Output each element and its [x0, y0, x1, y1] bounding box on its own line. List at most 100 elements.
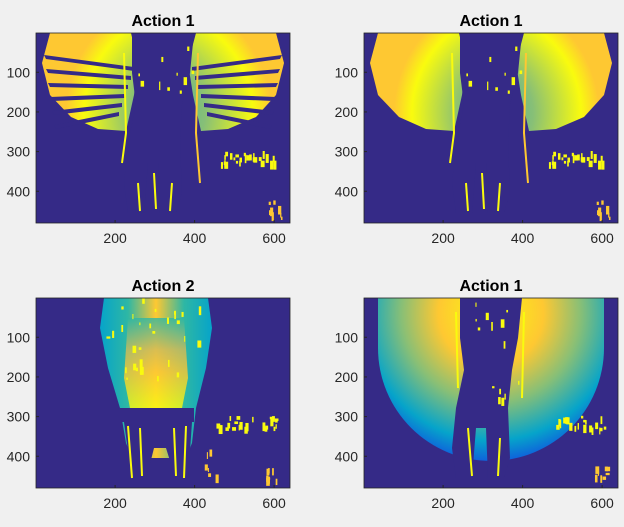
edge-highlight: [121, 52, 128, 164]
floor-clutter: [552, 159, 554, 167]
noise-speckle: [501, 397, 505, 406]
leg-edge-highlight: [467, 427, 501, 477]
leg-edge-highlight: [465, 172, 501, 212]
x-tick-label: 200: [103, 495, 127, 511]
floor-clutter: [268, 477, 271, 480]
y-tick-label: 200: [7, 104, 31, 120]
edge-highlight: [194, 52, 201, 184]
floor-clutter: [243, 152, 246, 157]
noise-speckle: [112, 330, 115, 338]
floor-clutter: [561, 157, 564, 161]
noise-speckle: [106, 336, 111, 339]
floor-clutter: [559, 423, 561, 427]
y-tick-label: 200: [335, 369, 359, 385]
x-tick-label: 400: [183, 230, 207, 246]
floor-clutter: [225, 427, 229, 431]
noise-speckle: [191, 70, 195, 75]
noise-speckle: [121, 306, 124, 310]
finger-gap: [204, 103, 274, 115]
floor-clutter: [235, 160, 239, 164]
subplot-title: Action 1: [459, 13, 522, 30]
noise-speckle: [132, 345, 137, 353]
noise-speckle: [142, 298, 145, 304]
floor-clutter: [268, 468, 270, 474]
noise-speckle: [468, 80, 473, 87]
subplot-title: Action 1: [131, 13, 194, 30]
floor-clutter: [563, 418, 568, 422]
floor-clutter: [572, 154, 575, 164]
floor-clutter: [262, 151, 265, 159]
noise-speckle: [149, 323, 152, 329]
floor-clutter: [225, 151, 229, 157]
floor-clutter: [229, 153, 233, 160]
floor-clutter: [249, 154, 252, 161]
floor-clutter: [234, 421, 239, 425]
floor-clutter: [567, 160, 569, 167]
floor-clutter: [220, 162, 224, 169]
noise-speckle: [161, 56, 164, 63]
floor-clutter: [280, 216, 283, 220]
noise-speckle: [485, 312, 489, 321]
finger-gap: [207, 112, 272, 129]
floor-clutter: [596, 201, 599, 205]
floor-clutter: [206, 452, 208, 460]
finger-gap: [46, 69, 131, 80]
noise-speckle: [492, 386, 495, 389]
noise-speckle: [183, 77, 188, 86]
floor-clutter: [207, 467, 209, 473]
floor-clutter: [233, 157, 236, 161]
axes-box: [35, 297, 291, 489]
floor-clutter: [600, 416, 603, 425]
depth-image: [378, 298, 611, 483]
floor-clutter: [239, 421, 243, 430]
floor-clutter: [553, 151, 557, 157]
subplot-title: Action 1: [459, 278, 522, 295]
floor-clutter: [273, 200, 276, 205]
floor-clutter: [215, 474, 219, 484]
noise-speckle: [466, 73, 469, 77]
floor-clutter: [590, 151, 593, 159]
noise-speckle: [159, 81, 161, 91]
floor-clutter: [271, 212, 274, 222]
noise-speckle: [174, 310, 176, 320]
floor-clutter: [603, 426, 607, 430]
noise-speckle: [475, 318, 477, 322]
floor-clutter: [552, 155, 554, 160]
noise-speckle: [181, 311, 184, 317]
y-tick-label: 100: [335, 329, 359, 345]
noise-speckle: [507, 90, 510, 94]
floor-clutter: [235, 154, 239, 158]
floor-clutter: [577, 423, 579, 430]
noise-speckle: [198, 306, 202, 316]
floor-clutter: [606, 205, 610, 215]
noise-speckle: [504, 72, 506, 76]
noise-speckle: [498, 397, 501, 405]
noise-speckle: [157, 376, 159, 382]
floor-clutter: [597, 470, 600, 476]
floor-clutter: [593, 154, 597, 163]
floor-clutter: [583, 419, 586, 423]
floor-clutter: [224, 155, 226, 160]
noise-speckle: [519, 70, 523, 75]
noise-speckle: [184, 336, 186, 342]
floor-clutter: [252, 157, 256, 162]
noise-speckle: [477, 327, 481, 331]
floor-clutter: [236, 416, 241, 420]
x-tick-label: 200: [431, 495, 455, 511]
noise-speckle: [499, 388, 502, 395]
body-silhouette: [124, 33, 194, 213]
floor-clutter: [227, 422, 231, 429]
y-tick-label: 300: [7, 144, 31, 160]
leg-edge-highlight: [127, 425, 187, 479]
floor-clutter: [605, 472, 610, 476]
y-tick-label: 400: [335, 183, 359, 199]
floor-clutter: [566, 417, 570, 425]
floor-clutter: [239, 157, 242, 163]
noise-speckle: [491, 321, 493, 331]
floor-clutter: [577, 154, 580, 161]
y-tick-label: 100: [7, 329, 31, 345]
